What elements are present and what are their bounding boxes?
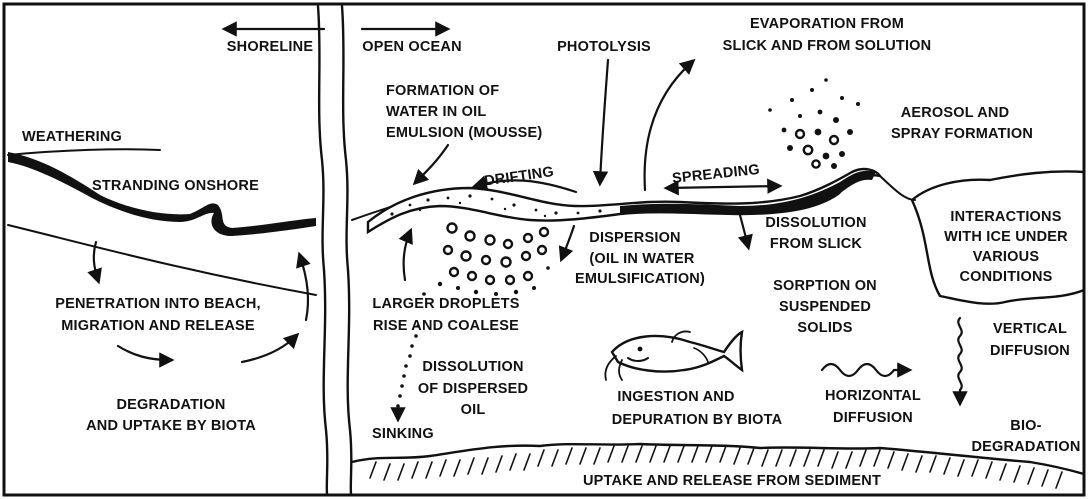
label-sorption-line3: SOLIDS xyxy=(797,320,852,336)
label-aerosol-line1: AEROSOL AND xyxy=(901,105,1010,121)
label-evaporation-line2: SLICK AND FROM SOLUTION xyxy=(723,38,932,54)
label-dissolution-dispersed-line1: DISSOLUTION xyxy=(422,359,523,375)
label-interactions-line2: WITH ICE UNDER xyxy=(944,229,1068,245)
label-formation-line2: WATER IN OIL xyxy=(386,104,486,120)
label-degradation-line1: DEGRADATION xyxy=(116,397,225,413)
label-formation-line3: EMULSION (MOUSSE) xyxy=(386,125,542,141)
label-larger-line1: LARGER DROPLETS xyxy=(372,296,519,312)
label-dissolution-slick-line1: DISSOLUTION xyxy=(765,215,866,231)
label-sorption-line2: SUSPENDED xyxy=(779,299,871,315)
label-stranding: STRANDING ONSHORE xyxy=(92,178,259,194)
label-dispersion-line2: (OIL IN WATER xyxy=(589,251,694,267)
label-aerosol-line2: SPRAY FORMATION xyxy=(891,126,1033,142)
label-biodegradation-line1: BIO- xyxy=(1010,418,1041,434)
label-penetration-line1: PENETRATION INTO BEACH, xyxy=(55,296,260,312)
label-biodegradation-line2: DEGRADATION xyxy=(971,439,1080,455)
label-dispersion-line3: EMULSIFICATION) xyxy=(575,271,705,287)
label-dispersion-line1: DISPERSION xyxy=(589,230,680,246)
label-photolysis: PHOTOLYSIS xyxy=(557,39,651,55)
label-horizontal-line1: HORIZONTAL xyxy=(825,388,921,404)
label-ingestion-line1: INGESTION AND xyxy=(617,389,734,405)
label-vertical-line1: VERTICAL xyxy=(993,321,1067,337)
label-dissolution-slick-line2: FROM SLICK xyxy=(770,236,863,252)
label-evaporation-line1: EVAPORATION FROM xyxy=(750,16,904,32)
label-sediment: UPTAKE AND RELEASE FROM SEDIMENT xyxy=(583,473,881,489)
label-sinking: SINKING xyxy=(372,426,434,442)
label-weathering: WEATHERING xyxy=(22,129,122,145)
label-larger-line2: RISE AND COALESE xyxy=(373,318,519,334)
label-sorption-line1: SORPTION ON xyxy=(773,278,877,294)
label-formation-line1: FORMATION OF xyxy=(386,83,499,99)
label-degradation-line2: AND UPTAKE BY BIOTA xyxy=(86,418,256,434)
label-open-ocean: OPEN OCEAN xyxy=(362,39,462,55)
label-vertical-line2: DIFFUSION xyxy=(990,343,1070,359)
label-interactions-line3: VARIOUS xyxy=(973,249,1040,265)
label-ingestion-line2: DEPURATION BY BIOTA xyxy=(612,412,783,428)
label-horizontal-line2: DIFFUSION xyxy=(833,410,913,426)
label-shoreline: SHORELINE xyxy=(227,39,314,55)
label-dissolution-dispersed-line2: OF DISPERSED xyxy=(418,381,528,397)
label-penetration-line2: MIGRATION AND RELEASE xyxy=(61,318,255,334)
label-interactions-line1: INTERACTIONS xyxy=(950,209,1061,225)
label-interactions-line4: CONDITIONS xyxy=(959,269,1052,285)
label-dissolution-dispersed-line3: OIL xyxy=(461,402,486,418)
